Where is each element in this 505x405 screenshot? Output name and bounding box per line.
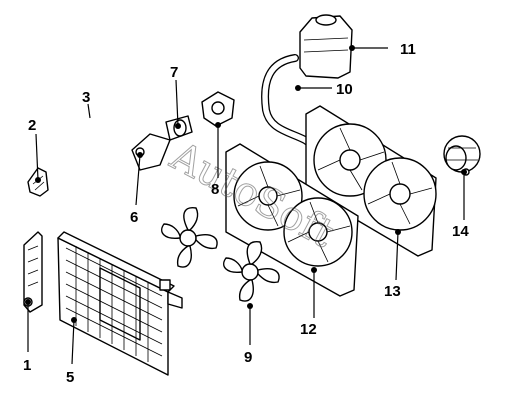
callout-1: 1: [23, 357, 31, 374]
callout-9: 9: [244, 349, 252, 366]
leader-lines: [25, 45, 467, 365]
part-fan-blade-9: [223, 241, 280, 302]
part-switch-8: [201, 91, 235, 127]
callout-5: 5: [66, 369, 74, 386]
part-hose-3: [64, 108, 124, 202]
part-fan-shroud-13: [305, 105, 437, 257]
part-thermostat-housing-6: [131, 133, 171, 171]
callout-2: 2: [28, 117, 36, 134]
callout-labels: 1 2 3 5 6 7 8 9 10 11 12 13 14: [23, 41, 469, 386]
callout-11: 11: [400, 41, 416, 58]
callout-13: 13: [384, 283, 401, 300]
callout-8: 8: [211, 181, 219, 198]
callout-10: 10: [336, 81, 353, 98]
callout-6: 6: [130, 209, 138, 226]
part-radiator-5: [57, 231, 183, 376]
part-fan-shroud-12: [225, 143, 359, 297]
part-fan-blade-left: [161, 207, 218, 268]
callout-14: 14: [452, 223, 469, 240]
callout-12: 12: [300, 321, 317, 338]
callout-7: 7: [170, 64, 178, 81]
part-expansion-tank-11: [299, 14, 353, 79]
callout-3: 3: [82, 89, 90, 106]
part-fan-motor-14: [443, 135, 481, 176]
